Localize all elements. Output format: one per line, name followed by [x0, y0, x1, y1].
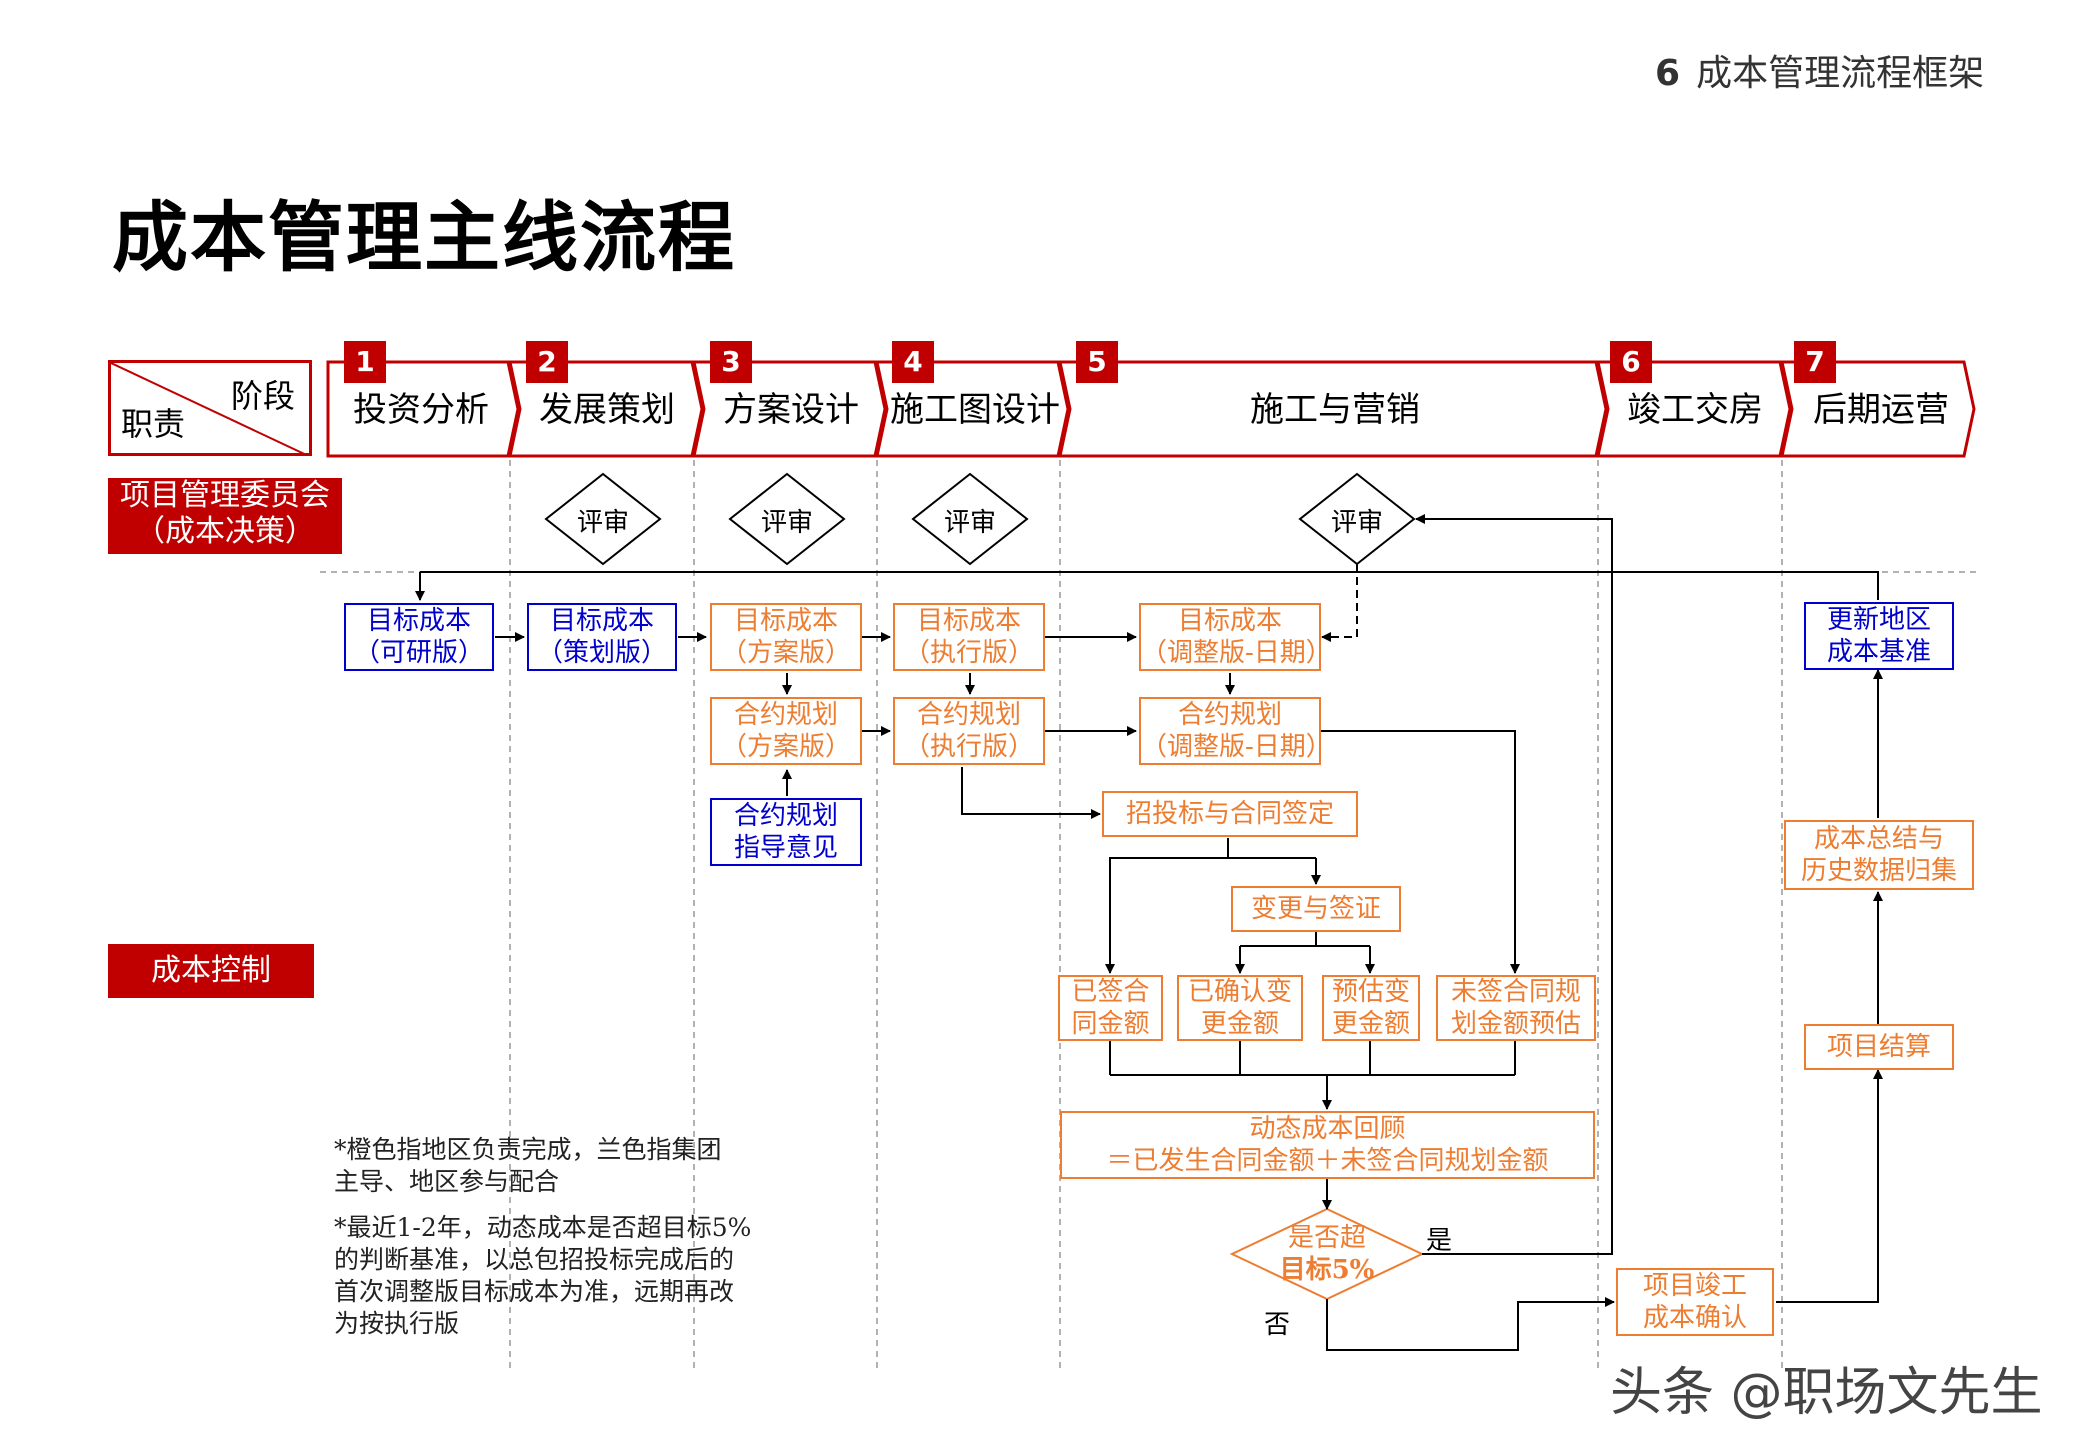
node-contract-plan-exec: 合约规划（执行版） [893, 697, 1045, 765]
corner-header-cell: 阶段 职责 [108, 360, 312, 456]
chevron-stage-2 [508, 360, 704, 458]
stage-name-7: 后期运营 [1813, 390, 1949, 430]
node-cost-summary: 成本总结与历史数据归集 [1784, 820, 1974, 890]
section-number: 6 [1655, 53, 1681, 94]
role-cost-control: 成本控制 [108, 944, 314, 998]
node-target-cost-feasibility: 目标成本（可研版） [344, 603, 494, 671]
node-update-benchmark: 更新地区成本基准 [1804, 602, 1954, 670]
note-benchmark-rule: *最近1-2年，动态成本是否超目标5%的判断基准，以总包招投标完成后的首次调整版… [334, 1213, 752, 1338]
review-label-5: 评审 [1330, 508, 1383, 538]
stage-name-6: 竣工交房 [1627, 390, 1763, 430]
stage-badge-2: 2 [526, 341, 568, 383]
section-title: 成本管理流程框架 [1696, 53, 1985, 94]
chevron-stage-7 [1780, 360, 1976, 458]
chevron-stage-6 [1596, 360, 1792, 458]
review-to-adjust-connector [1321, 564, 1358, 642]
stage-name-1: 投资分析 [353, 390, 489, 430]
review-label-2: 评审 [576, 508, 629, 538]
role-committee: 项目管理委员会 （成本决策） [108, 478, 342, 554]
corner-role-label: 职责 [121, 405, 186, 443]
node-estimated-change: 预估变更金额 [1322, 975, 1420, 1041]
chevron-stage-3 [692, 360, 887, 458]
node-bidding: 招投标与合同签定 [1102, 791, 1358, 837]
no-label: 否 [1264, 1310, 1291, 1340]
node-contract-plan-scheme: 合约规划（方案版） [710, 697, 862, 765]
chevron-stage-5 [1058, 360, 1608, 458]
node-target-cost-adjusted: 目标成本（调整版-日期） [1139, 603, 1332, 671]
node-completion-confirm: 项目竣工成本确认 [1616, 1268, 1774, 1336]
stage-badge-7: 7 [1794, 341, 1836, 383]
node-dynamic-cost-review: 动态成本回顾＝已发生合同金额＋未签合同规划金额 [1060, 1111, 1595, 1179]
role-committee-line1: 项目管理委员会 [120, 478, 330, 513]
node-contract-plan-adjusted: 合约规划（调整版-日期） [1139, 697, 1332, 765]
section-header: 6 成本管理流程框架 [1655, 44, 1984, 96]
stage-badge-5: 5 [1076, 341, 1118, 383]
stage-name-4: 施工图设计 [890, 390, 1060, 430]
review-diamond-4 [911, 472, 1029, 566]
node-signed-amount: 已签合同金额 [1058, 975, 1163, 1041]
flow-connectors [415, 514, 1883, 1351]
node-target-cost-planning: 目标成本（策划版） [527, 603, 677, 671]
stage-name-2: 发展策划 [539, 390, 675, 430]
exceed-decision-label: 是否超目标5% [1279, 1223, 1375, 1285]
corner-stage-label: 阶段 [230, 377, 295, 415]
node-target-cost-scheme: 目标成本（方案版） [710, 603, 862, 671]
stage-badge-6: 6 [1610, 341, 1652, 383]
node-confirmed-change: 已确认变更金额 [1177, 975, 1303, 1041]
review-label-3: 评审 [760, 508, 813, 538]
node-contract-plan-guide: 合约规划指导意见 [710, 798, 862, 866]
node-target-cost-exec: 目标成本（执行版） [893, 603, 1045, 671]
review-diamond-2 [544, 472, 662, 566]
node-project-settlement: 项目结算 [1804, 1024, 1954, 1070]
stage-name-3: 方案设计 [723, 390, 859, 430]
chevron-stage-4 [875, 360, 1070, 458]
page-title: 成本管理主线流程 [112, 193, 736, 282]
yes-label: 是 [1426, 1226, 1453, 1256]
chevron-stage-1 [326, 360, 520, 458]
stage-badge-1: 1 [344, 341, 386, 383]
stage-badge-3: 3 [710, 341, 752, 383]
review-diamond-3 [728, 472, 846, 566]
node-unsigned-estimate: 未签合同规划金额预估 [1436, 975, 1596, 1041]
stage-chevrons [326, 360, 1976, 458]
role-committee-line2: （成本决策） [135, 514, 315, 549]
corner-diagonal [111, 363, 305, 453]
note-color-legend: *橙色指地区负责完成，兰色指集团主导、地区参与配合 [334, 1135, 722, 1196]
node-change-visa: 变更与签证 [1231, 886, 1401, 932]
review-label-4: 评审 [943, 508, 996, 538]
stage-badge-4: 4 [892, 341, 934, 383]
review-diamonds [544, 472, 1416, 566]
watermark: 头条 @职场文先生 [1610, 1363, 2043, 1423]
stage-name-5: 施工与营销 [1250, 390, 1420, 430]
